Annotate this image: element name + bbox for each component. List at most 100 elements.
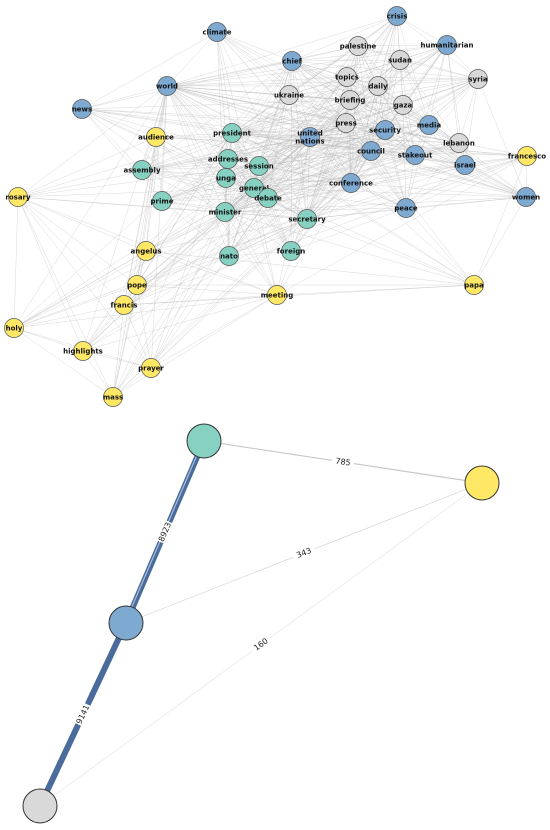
community-node-yellow[interactable]: [464, 465, 500, 501]
network-edge-prime-nato: [161, 200, 230, 257]
network-node-secretary[interactable]: secretary: [288, 209, 326, 229]
network-node-mass[interactable]: mass: [103, 387, 123, 407]
community-node-blue[interactable]: [108, 605, 144, 641]
network-node-humanitarian[interactable]: humanitarian: [421, 35, 474, 55]
network-edge-rosary-council: [17, 150, 372, 198]
network-node-chief[interactable]: chief: [282, 51, 303, 71]
network-node-assembly[interactable]: assembly: [123, 160, 161, 180]
network-node-press[interactable]: press: [335, 113, 357, 133]
network-node-council[interactable]: council: [357, 141, 385, 161]
network-node-debate[interactable]: debate: [254, 188, 282, 208]
network-edge-pope-francesco: [136, 155, 528, 286]
network-edge-press-lebanon: [345, 122, 460, 144]
node-circle: [244, 178, 264, 198]
network-edge-secretary-world: [166, 85, 308, 220]
network-edge-council-ukraine: [288, 94, 372, 152]
node-circle: [114, 295, 134, 315]
network-node-session[interactable]: session: [244, 156, 274, 176]
node-circle: [437, 35, 457, 55]
network-node-general[interactable]: general: [239, 178, 269, 198]
community-edge-blue-gray: 9141: [37, 620, 129, 809]
node-circle: [258, 188, 278, 208]
node-circle: [419, 115, 439, 135]
network-edge-meeting-president: [231, 132, 278, 296]
network-edge-prayer-minister: [150, 211, 226, 369]
network-edge-papa-peace: [405, 207, 475, 286]
network-edge-topics-ukraine: [288, 76, 348, 96]
network-node-president[interactable]: president: [213, 123, 252, 143]
node-label: security: [369, 127, 401, 135]
network-node-audience[interactable]: audience: [138, 127, 174, 147]
node-label: secretary: [288, 216, 326, 224]
network-edge-general-prime: [161, 187, 255, 202]
network-node-peace[interactable]: peace: [394, 198, 418, 218]
network-node-holy[interactable]: holy: [4, 318, 24, 338]
network-node-ukraine[interactable]: ukraine: [274, 85, 304, 105]
network-edge-mass-minister: [112, 211, 226, 398]
network-edge-president-news: [81, 108, 233, 134]
network-node-nato[interactable]: nato: [219, 246, 239, 266]
edge-label-bg: [73, 702, 93, 727]
network-edge-lebanon-peace: [405, 142, 460, 209]
network-edge-ukraine-session: [258, 94, 290, 167]
network-node-sudan[interactable]: sudan: [388, 50, 412, 70]
network-node-minister[interactable]: minister: [209, 202, 242, 222]
node-label: rosary: [5, 194, 31, 202]
network-edge-chief-humanitarian: [291, 44, 448, 62]
network-node-news[interactable]: news: [72, 99, 92, 119]
network-node-lebanon[interactable]: lebanon: [443, 133, 475, 153]
network-edge-press-foreign: [290, 122, 347, 252]
node-label: lebanon: [443, 140, 475, 148]
edge-weight-label: 8923: [157, 521, 173, 543]
network-edge-secretary-daily: [306, 85, 379, 220]
network-node-gaza[interactable]: gaza: [393, 95, 413, 115]
node-label: nato: [220, 253, 238, 261]
network-node-highlights[interactable]: highlights: [63, 341, 103, 361]
network-edge-chief-debate: [267, 60, 293, 199]
network-node-daily[interactable]: daily: [368, 76, 388, 96]
network-edge-mass-angelus: [112, 250, 147, 398]
network-node-israel[interactable]: israel: [454, 155, 476, 175]
network-node-meeting[interactable]: meeting: [261, 285, 294, 305]
network-edge-president-prime: [161, 132, 233, 202]
network-node-climate[interactable]: climate: [202, 22, 232, 42]
network-edge-president-sudan: [231, 59, 401, 134]
network-node-foreign[interactable]: foreign: [277, 241, 305, 261]
network-node-prayer[interactable]: prayer: [138, 358, 164, 378]
network-node-francis[interactable]: francis: [111, 295, 138, 315]
network-node-security[interactable]: security: [369, 120, 401, 140]
network-node-world[interactable]: world: [156, 76, 178, 96]
network-node-media[interactable]: media: [417, 115, 441, 135]
network-node-conference[interactable]: conference: [329, 173, 373, 193]
node-circle: [219, 246, 239, 266]
network-edge-secretary-women: [306, 196, 527, 220]
network-edge-papa-minister: [224, 211, 475, 286]
node-circle: [455, 155, 475, 175]
community-node-teal[interactable]: [186, 423, 222, 459]
network-node-stakeout[interactable]: stakeout: [398, 145, 433, 165]
network-node-pope[interactable]: pope: [127, 275, 147, 295]
network-edge-francesco-meeting: [276, 155, 528, 296]
network-node-briefing[interactable]: briefing: [335, 90, 366, 110]
network-edge-conference-daily: [350, 85, 379, 184]
network-edge-highlights-meeting: [82, 294, 278, 352]
network-edge-daily-stakeout: [377, 85, 416, 156]
network-edge-council-nato: [228, 150, 372, 257]
network-node-francesco[interactable]: francesco: [508, 146, 546, 166]
network-node-palestine[interactable]: palestine: [340, 36, 377, 56]
network-node-angelus[interactable]: angelus: [130, 241, 162, 261]
network-node-topics[interactable]: topics: [335, 67, 359, 87]
network-node-women[interactable]: women: [512, 187, 540, 207]
network-node-rosary[interactable]: rosary: [5, 187, 31, 207]
network-edge-climate-ukraine: [216, 31, 290, 96]
edge-weight-label: 785: [335, 456, 351, 467]
network-node-syria[interactable]: syria: [468, 69, 488, 89]
network-node-papa[interactable]: papa: [464, 275, 484, 295]
node-label: mass: [103, 394, 123, 402]
community-node-gray[interactable]: [22, 788, 58, 824]
network-node-unga[interactable]: unga: [216, 168, 236, 188]
network-node-prime[interactable]: prime: [151, 191, 174, 211]
network-edge-sudan-lebanon: [399, 59, 460, 144]
network-node-crisis[interactable]: crisis: [387, 6, 408, 26]
